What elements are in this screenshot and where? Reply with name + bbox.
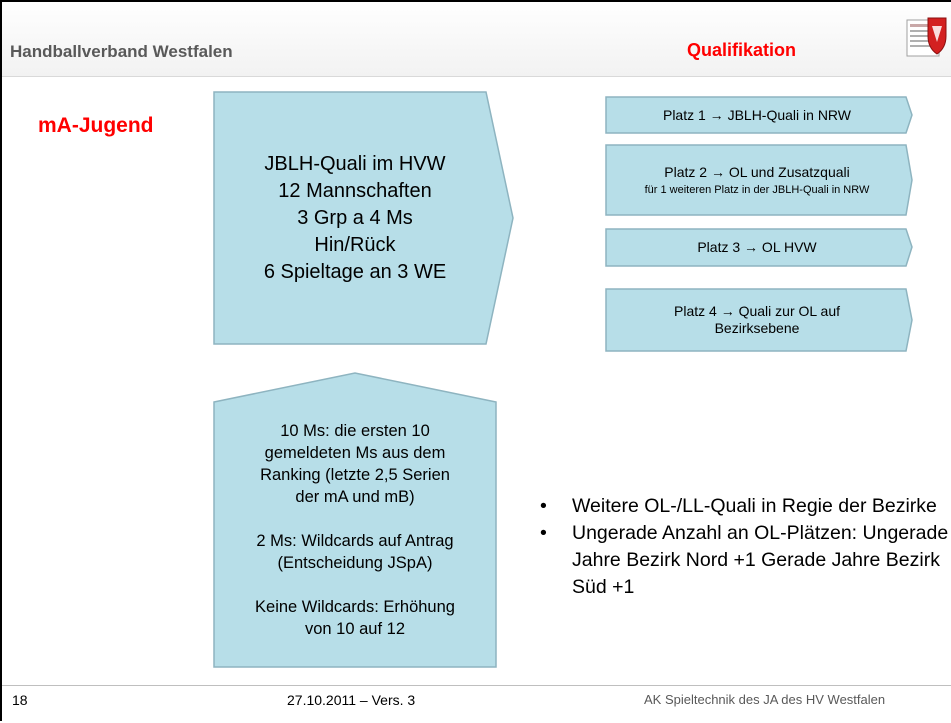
main-line-5: 6 Spieltage an 3 WE (263, 260, 447, 283)
rules-box-text: 10 Ms: die ersten 10 gemeldeten Ms aus d… (216, 420, 494, 664)
rules-line-1: 10 Ms: die ersten 10 (280, 422, 430, 440)
footer-divider (2, 685, 951, 686)
rules-line-10: von 10 auf 12 (305, 620, 405, 638)
bullet-marker: • (540, 522, 547, 544)
bullet-text-1: Weitere OL-/LL-Quali in Regie der Bezirk… (572, 495, 937, 517)
place-2-text: Platz 2 → OL und Zusatzquali (664, 163, 850, 180)
main-line-4: Hin/Rück (314, 233, 396, 256)
rules-line-7: (Entscheidung JSpA) (277, 554, 433, 572)
main-line-1: JBLH-Quali im HVW (264, 152, 446, 175)
main-line-2: 12 Mannschaften (278, 179, 432, 202)
place-3-box: Platz 3 → OL HVW (608, 229, 906, 266)
main-box-text: JBLH-Quali im HVW 12 Mannschaften 3 Grp … (224, 102, 486, 334)
main-line-3: 3 Grp a 4 Ms (297, 206, 413, 229)
rules-line-3: Ranking (letzte 2,5 Serien (260, 466, 450, 484)
header-bar (2, 2, 951, 77)
place-3-shape (605, 228, 913, 267)
footer-author: AK Spieltechnik des JA des HV Westfalen (644, 692, 886, 707)
rules-line-2: gemeldeten Ms aus dem (264, 444, 446, 462)
rules-line-6: 2 Ms: Wildcards auf Antrag (256, 532, 454, 550)
bullet-list: • Weitere OL-/LL-Quali in Regie der Bezi… (540, 493, 950, 601)
place-2-shape (605, 144, 913, 216)
bullet-text-2: Ungerade Anzahl an OL-Plätzen: Ungerade … (572, 522, 949, 598)
hvw-logo-icon (906, 17, 947, 57)
footer-date: 27.10.2011 – Vers. 3 (287, 692, 416, 708)
main-arrow-shape (213, 91, 514, 345)
place-1-text: Platz 1 → JBLH-Quali in NRW (662, 106, 851, 123)
place-4-shape (605, 288, 913, 352)
age-group-label: mA-Jugend (38, 114, 154, 137)
bullet-marker: • (540, 495, 547, 517)
section-title: Qualifikation (687, 40, 797, 60)
bullet-item-1: • Weitere OL-/LL-Quali in Regie der Bezi… (540, 493, 950, 520)
organization-title: Handballverband Westfalen (10, 42, 233, 61)
rules-line-4: der mA und mB) (295, 488, 415, 506)
place-4-box: Platz 4 → Quali zur OL auf Bezirksebene (608, 289, 906, 351)
place-2-subtext: für 1 weiteren Platz in der JBLH-Quali i… (644, 183, 870, 196)
page-number: 18 (12, 692, 28, 708)
rules-line-9: Keine Wildcards: Erhöhung (255, 598, 455, 616)
place-3-text: Platz 3 → OL HVW (697, 239, 817, 255)
place-1-shape (605, 96, 913, 134)
place-4-text: Platz 4 → Quali zur OL auf Bezirksebene (674, 303, 840, 336)
bullet-item-2: • Ungerade Anzahl an OL-Plätzen: Ungerad… (540, 520, 950, 601)
place-2-box: Platz 2 → OL und Zusatzquali für 1 weite… (608, 145, 906, 215)
place-1-box: Platz 1 → JBLH-Quali in NRW (608, 97, 906, 133)
rules-pentagon-shape (213, 372, 497, 668)
